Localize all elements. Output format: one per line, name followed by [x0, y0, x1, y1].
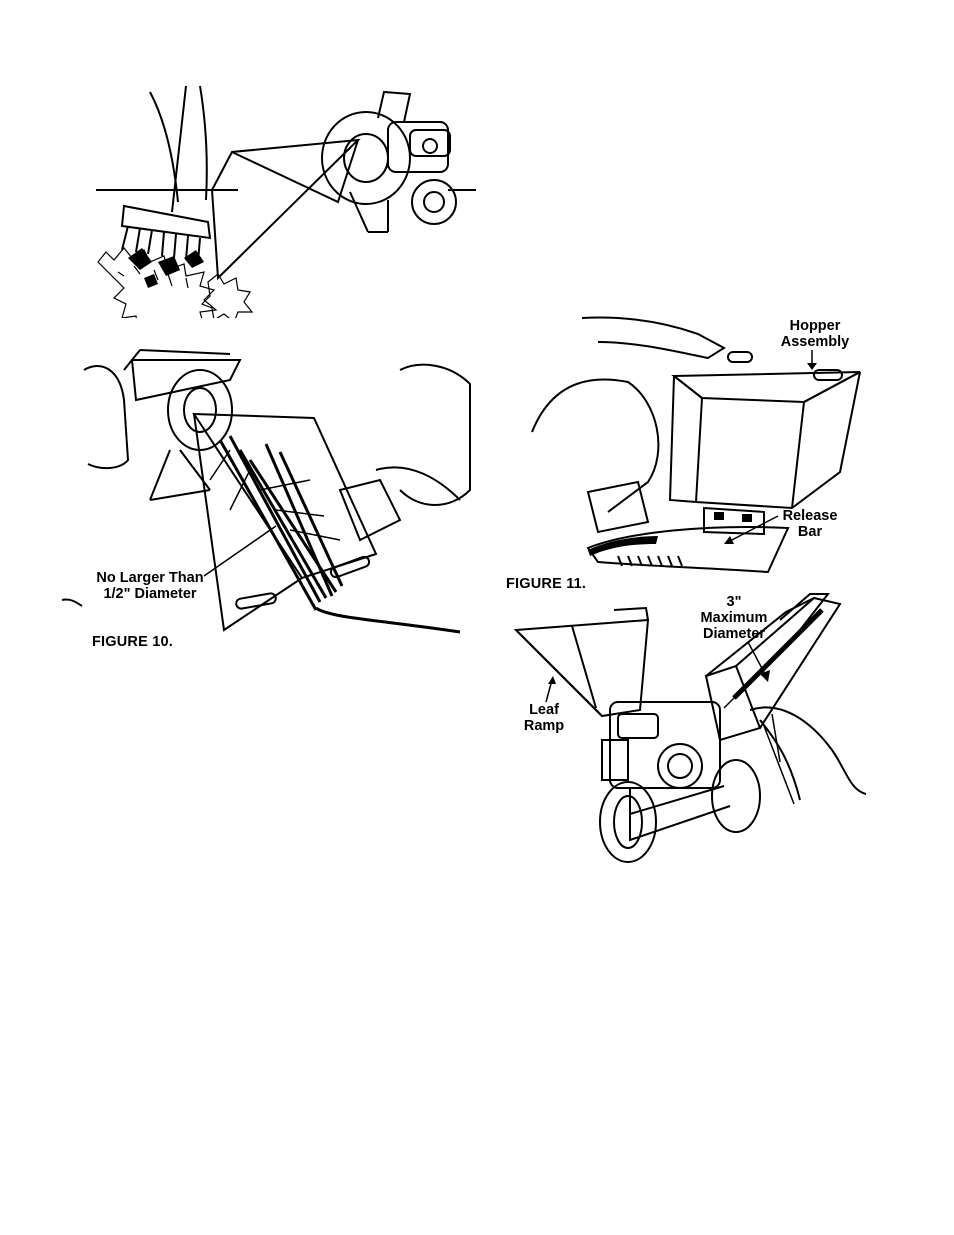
hopper-line-2: Assembly [774, 334, 856, 350]
release-bar-label: Release Bar [774, 508, 846, 540]
leaf-line-1: Leaf [516, 702, 572, 718]
maximum-diameter-label: 3" Maximum Diameter [694, 594, 774, 642]
bottom-leader-line [760, 724, 800, 806]
max-line-1: 3" [694, 594, 774, 610]
margin-mark [60, 596, 84, 608]
hopper-assembly-label: Hopper Assembly [774, 318, 856, 350]
no-larger-than-label: No Larger Than 1/2" Diameter [88, 570, 212, 602]
leaf-ramp-leader-arrow [540, 676, 560, 704]
raking-leaves-illustration [88, 82, 480, 318]
release-leader-arrow [720, 514, 780, 548]
diameter-leader-arrow [744, 640, 774, 684]
release-line-2: Bar [774, 524, 846, 540]
hopper-line-1: Hopper [774, 318, 856, 334]
hopper-leader-arrow [804, 350, 820, 372]
leaf-line-2: Ramp [516, 718, 572, 734]
max-line-2: Maximum [694, 610, 774, 626]
release-line-1: Release [774, 508, 846, 524]
callout-line-2: 1/2" Diameter [88, 586, 212, 602]
figure-10-caption: FIGURE 10. [92, 634, 173, 650]
callout-leader-fig10 [200, 520, 280, 580]
leaf-ramp-label: Leaf Ramp [516, 702, 572, 734]
callout-line-1: No Larger Than [88, 570, 212, 586]
